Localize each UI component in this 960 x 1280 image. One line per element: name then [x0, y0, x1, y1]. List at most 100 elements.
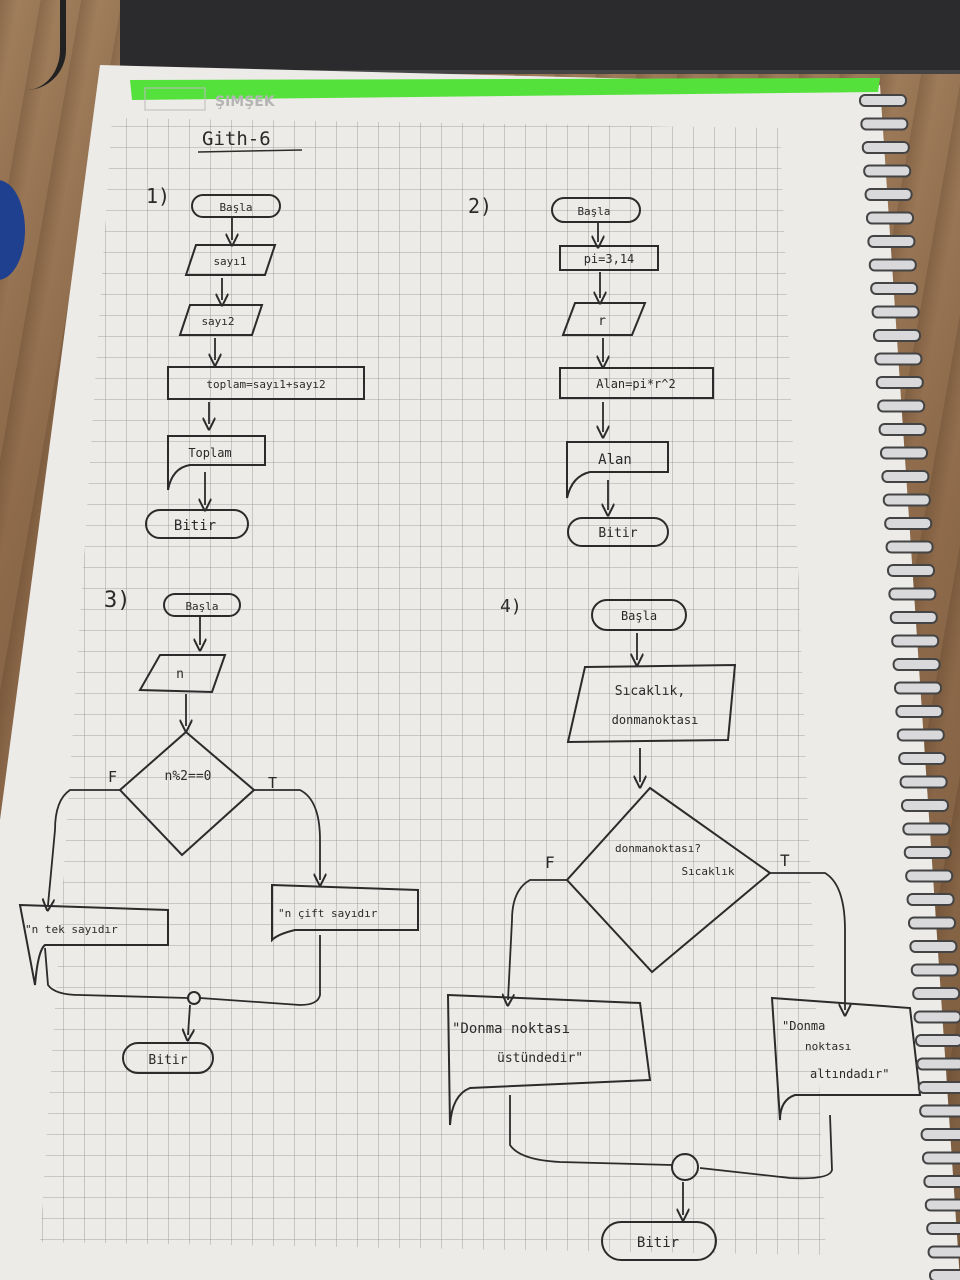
spiral-ring	[906, 893, 955, 906]
flow4-decision-label-line1: donmanoktası?	[615, 842, 701, 855]
flow4-decision-diamond	[565, 786, 772, 974]
spiral-ring	[874, 352, 923, 366]
flow3-false-label: F	[108, 768, 117, 786]
spiral-ring	[909, 940, 958, 953]
flow4-output-true-box	[770, 996, 922, 1121]
spiral-ring	[908, 916, 956, 930]
spiral-ring	[887, 564, 935, 577]
flow4-false-path	[508, 879, 567, 1000]
flow3-output-true-label: "n çift sayıdır	[278, 907, 378, 920]
flow3-end-terminal	[122, 1042, 214, 1074]
spiral-ring	[929, 1269, 960, 1280]
flow3-input-label: n	[176, 667, 184, 682]
spiral-ring	[922, 1151, 960, 1165]
flow4-start-label: Başla	[621, 609, 657, 623]
flow3-true-path	[254, 789, 320, 880]
spiral-ring	[885, 540, 934, 554]
flow1-input2-label: sayı2	[201, 315, 234, 328]
flow1-input1-label: sayı1	[213, 255, 246, 268]
spiral-ring	[891, 634, 940, 648]
spiral-ring	[870, 282, 919, 295]
flow1-start-terminal	[191, 194, 281, 218]
flow4-start-terminal	[591, 599, 687, 631]
cable	[0, 0, 66, 90]
grid-area	[40, 118, 826, 1255]
flow3-decision-label: n%2==0	[165, 769, 212, 784]
flow4-true-path	[770, 872, 845, 1010]
flow3-start-terminal	[163, 593, 241, 617]
spiral-ring	[901, 799, 949, 812]
flow1-process-box	[167, 366, 365, 400]
spiral-ring	[896, 728, 945, 742]
flow2-end-label: Bitir	[598, 526, 637, 541]
flow1-output-label: Toplam	[188, 446, 231, 460]
spiral-ring	[871, 305, 920, 319]
spiral-ring	[875, 376, 924, 389]
spiral-ring	[902, 822, 951, 836]
flow4-end-label: Bitir	[637, 1235, 679, 1251]
spiral-ring	[899, 775, 948, 789]
flow2-start-terminal	[551, 197, 641, 223]
flow2-process2-label: Alan=pi*r^2	[596, 377, 675, 391]
spiral-ring	[859, 94, 907, 107]
flow3-decision-diamond	[118, 730, 256, 857]
spiral-ring	[867, 235, 916, 248]
flow4-merge-right	[699, 1114, 833, 1180]
spiral-ring	[860, 117, 909, 131]
flow2-process1-label: pi=3,14	[584, 252, 635, 266]
spiral-ring	[905, 869, 954, 883]
spiral-ring	[878, 423, 927, 436]
spiral-ring	[926, 1222, 960, 1235]
spiral-ring	[924, 1198, 960, 1212]
title-underline	[197, 149, 303, 153]
flow4-output-true-line1: "Donma	[782, 1019, 825, 1033]
spiral-ring	[917, 1081, 960, 1094]
spiral-ring	[920, 1128, 960, 1141]
header-box	[144, 87, 206, 111]
flow3-true-label: T	[268, 774, 277, 792]
spiral-ring	[884, 517, 933, 530]
spiral-binding	[859, 94, 960, 1280]
flow1-output-box	[167, 435, 266, 491]
flow2-process2-box	[559, 367, 714, 399]
spiral-ring	[894, 681, 942, 695]
flow3-output-true-box	[271, 883, 419, 943]
flow4-output-false-line2: üstündedir"	[497, 1051, 583, 1066]
flow4-input-label-line2: donmanoktası	[612, 713, 699, 727]
page-title: Gith-6	[202, 128, 271, 150]
flow1-process-label: toplam=sayı1+sayı2	[206, 378, 325, 391]
flow4-decision-label-line2: Sıcaklık	[682, 865, 735, 878]
flow1-end-label: Bitir	[174, 518, 216, 534]
spiral-ring	[873, 329, 921, 342]
flow4-true-label: T	[780, 851, 790, 870]
flow2-output-box	[566, 441, 669, 499]
spiral-ring	[919, 1104, 960, 1118]
spiral-ring	[888, 587, 937, 601]
spiral-ring	[892, 658, 941, 671]
spiral-ring	[927, 1245, 960, 1259]
flow4-connector	[671, 1153, 699, 1181]
green-divider-strip	[130, 78, 880, 100]
flow1-input1-box	[184, 244, 277, 276]
spiral-ring	[868, 258, 917, 272]
flow1-input2-box	[178, 304, 264, 336]
flow2-process1-box	[559, 245, 659, 271]
spiral-ring	[882, 493, 931, 507]
flow4-output-false-box	[446, 993, 652, 1126]
flow4-output-true-line2: noktası	[805, 1040, 851, 1053]
spiral-ring	[895, 705, 944, 718]
flow4-end-terminal	[601, 1221, 717, 1261]
spiral-ring	[866, 211, 914, 225]
flow3-merge-right	[199, 935, 321, 1006]
spiral-ring	[903, 846, 952, 859]
flow2-input-box	[561, 302, 647, 336]
spiral-ring	[881, 470, 930, 483]
spiral-ring	[877, 399, 926, 413]
flow2-end-terminal	[567, 517, 669, 547]
flow1-end-terminal	[145, 509, 249, 539]
spiral-ring	[923, 1175, 960, 1188]
flow4-output-true-line3: altındadır"	[810, 1067, 889, 1081]
flow1-start-label: Başla	[219, 201, 252, 214]
spiral-ring	[912, 987, 960, 1000]
